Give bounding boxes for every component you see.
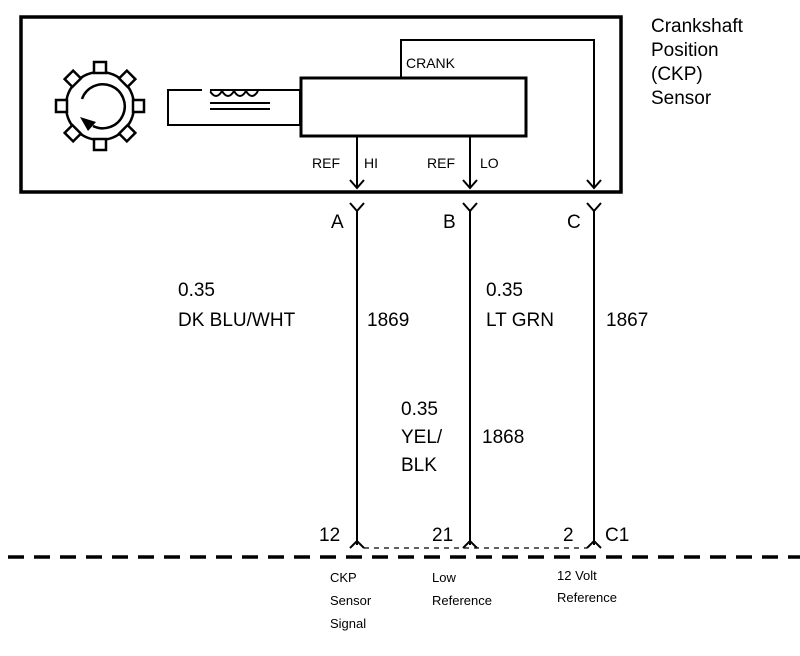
wire-c-gauge: 0.35: [486, 280, 523, 301]
gear-tooth: [92, 60, 108, 75]
wire-b-gauge: 0.35: [401, 399, 438, 420]
wire-c: [586, 202, 602, 549]
gear-tooth: [92, 137, 108, 152]
reluctor-wheel-icon: [54, 60, 146, 152]
crank-line: [400, 39, 595, 188]
ref-hi-label-hi: HI: [364, 155, 378, 171]
pin-12-label: 12: [319, 525, 340, 546]
terminal-a-label: A: [331, 212, 344, 233]
wire-a-gauge: 0.35: [178, 280, 215, 301]
pin-21-label: 21: [432, 525, 453, 546]
arrow-a-icon: [349, 179, 365, 190]
pickup-coil-icon: [167, 88, 301, 126]
arrow-c-icon: [586, 179, 602, 190]
gear-tooth: [117, 68, 138, 89]
pin-2-label: 2: [563, 525, 574, 546]
gear-tooth: [54, 98, 69, 114]
wire-a-color: DK BLU/WHT: [178, 310, 296, 331]
ref-hi-label-ref: REF: [312, 155, 340, 171]
crank-label: CRANK: [406, 55, 456, 71]
ref-lo-label-ref: REF: [427, 155, 455, 171]
gear-tooth: [117, 123, 138, 144]
function-c-label: 12 Volt Reference: [557, 568, 617, 605]
wire-c-color: LT GRN: [486, 310, 554, 331]
component-title: Crankshaft Position (CKP) Sensor: [651, 16, 748, 109]
sensor-housing-box: [19, 15, 623, 194]
arrow-b-icon: [462, 179, 478, 190]
sensor-module-box: [299, 76, 528, 138]
terminal-b-label: B: [443, 212, 456, 233]
wire-a-circuit: 1869: [367, 310, 409, 331]
wire-c-circuit: 1867: [606, 310, 648, 331]
wire-a: [349, 202, 365, 549]
gear-tooth: [131, 98, 146, 114]
gear-tooth: [62, 123, 83, 144]
wire-b-color: YEL/ BLK: [401, 427, 447, 476]
connector-label: C1: [605, 525, 629, 546]
function-b-label: Low Reference: [432, 570, 492, 608]
terminal-c-label: C: [567, 212, 581, 233]
gear-tooth: [62, 68, 83, 89]
function-a-label: CKP Sensor Signal: [330, 570, 375, 631]
ref-lo-label-lo: LO: [480, 155, 499, 171]
wire-b-circuit: 1868: [482, 427, 524, 448]
wire-b: [462, 202, 478, 549]
